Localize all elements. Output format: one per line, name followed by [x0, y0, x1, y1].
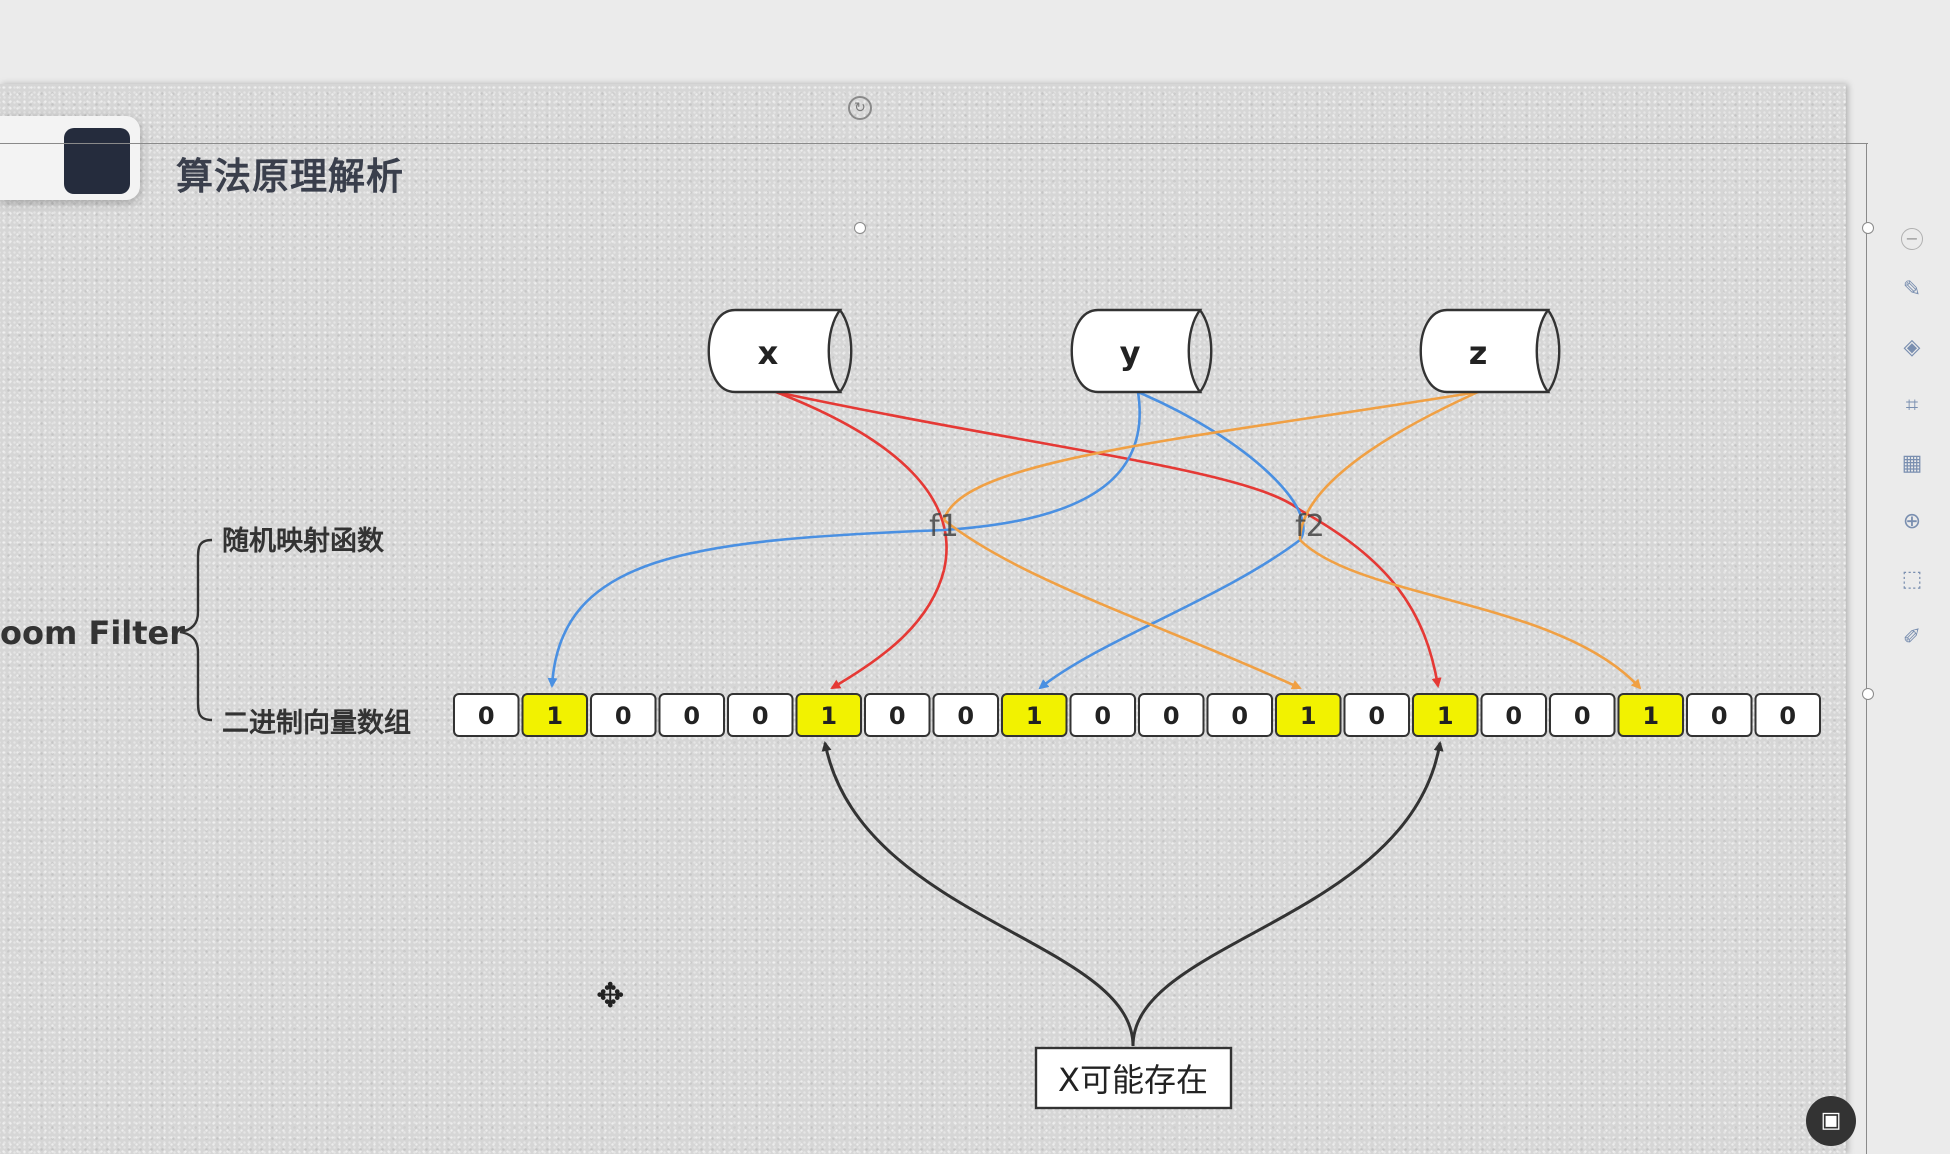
rotate-handle-icon[interactable]: ↻	[848, 96, 872, 120]
edge-f2-bit14	[1299, 508, 1442, 688]
bit-value: 1	[1300, 702, 1317, 730]
edge-f1-bit5	[830, 569, 946, 690]
image-icon[interactable]: ▣	[1806, 1096, 1856, 1146]
bit-value: 1	[1642, 702, 1659, 730]
bit-cell: 0	[658, 693, 725, 737]
bit-value: 1	[1437, 702, 1454, 730]
bit-value: 0	[478, 702, 495, 730]
bit-value: 0	[1094, 702, 1111, 730]
bit-cell: 0	[453, 693, 520, 737]
edge-x-f1	[775, 390, 948, 571]
query-arrow-bit14	[1131, 741, 1444, 1047]
slide-title[interactable]: 算法原理解析	[176, 155, 404, 198]
edge-f2-bit8	[1038, 538, 1301, 690]
bit-value: 0	[683, 702, 700, 730]
zoom-icon[interactable]: ⊕	[1902, 509, 1922, 534]
bit-cell: 1	[1275, 693, 1342, 737]
edge-x-f2	[775, 390, 1301, 512]
result-box: X可能存在	[1034, 1046, 1233, 1110]
bit-cell: 0	[1686, 693, 1753, 737]
bit-value: 0	[1779, 702, 1796, 730]
curly-brace	[179, 538, 213, 722]
edge-z-f2	[1298, 390, 1479, 541]
bracket-title: oom Filter	[0, 614, 185, 652]
bit-value: 0	[752, 702, 769, 730]
bit-cell: 1	[521, 693, 588, 737]
bit-value: 0	[615, 702, 632, 730]
input-node-x: x	[707, 308, 853, 394]
bit-value: 1	[820, 702, 837, 730]
bit-cell: 0	[727, 693, 794, 737]
edge-y-f2	[1137, 390, 1305, 541]
bit-cell: 0	[1206, 693, 1273, 737]
bit-value: 0	[1505, 702, 1522, 730]
title-square-shape	[64, 128, 130, 194]
crop-icon[interactable]: ⌗	[1905, 393, 1919, 418]
bit-array: 0 1 0 0 0 1 0 0 1 0 0 0 1 0 1 0 0 1 0 0	[453, 693, 1821, 737]
input-label-x: x	[758, 334, 779, 372]
minus-icon[interactable]: −	[1901, 228, 1923, 250]
bit-cell: 1	[1617, 693, 1684, 737]
selection-handle-top[interactable]	[854, 222, 866, 234]
bracket-item-bit-array: 二进制向量数组	[222, 707, 411, 739]
bit-cell: 0	[1480, 693, 1547, 737]
grid-icon[interactable]: ▦	[1901, 451, 1923, 476]
bit-cell: 0	[1549, 693, 1616, 737]
input-node-z: z	[1419, 308, 1561, 394]
bit-value: 1	[546, 702, 563, 730]
input-node-y: y	[1070, 308, 1213, 394]
bit-cell: 0	[590, 693, 657, 737]
bit-value: 1	[1026, 702, 1043, 730]
bit-cell: 0	[1754, 693, 1821, 737]
layers-icon[interactable]: ◈	[1903, 335, 1921, 360]
edit-icon[interactable]: ✎	[1902, 277, 1922, 302]
edge-f1-bit1	[547, 528, 945, 688]
bit-cell: 0	[1138, 693, 1205, 737]
result-label: X可能存在	[1058, 1061, 1208, 1099]
selection-right-edge	[1866, 143, 1867, 1154]
edge-f1-bit12	[943, 518, 1302, 690]
hash-label-f1: f1	[929, 509, 959, 544]
input-label-y: y	[1120, 334, 1141, 372]
bit-value: 0	[1574, 702, 1591, 730]
bit-value: 0	[1711, 702, 1728, 730]
bit-value: 0	[1163, 702, 1180, 730]
bit-cell: 1	[1001, 693, 1068, 737]
slide-canvas[interactable]: 算法原理解析	[0, 84, 1846, 1154]
bit-value: 0	[889, 702, 906, 730]
hash-label-f2: f2	[1295, 509, 1325, 544]
selection-top-edge	[0, 143, 1868, 144]
right-toolbar: − ✎ ◈ ⌗ ▦ ⊕ ⬚ ✐	[1882, 228, 1942, 676]
bit-value: 0	[1368, 702, 1385, 730]
edge-y-f1	[943, 391, 1141, 532]
bracket-item-hash-functions: 随机映射函数	[222, 526, 385, 557]
selection-handle-top-right[interactable]	[1862, 222, 1874, 234]
move-cursor-icon: ✥	[596, 976, 625, 1016]
bit-value: 0	[957, 702, 974, 730]
input-label-z: z	[1469, 334, 1488, 372]
pen-icon[interactable]: ✐	[1902, 625, 1922, 650]
bit-cell: 1	[1412, 693, 1479, 737]
bit-value: 0	[1231, 702, 1248, 730]
edge-z-f1	[942, 390, 1479, 521]
edge-f2-bit17	[1299, 539, 1642, 690]
bit-cell: 1	[795, 693, 862, 737]
bit-cell: 0	[1343, 693, 1410, 737]
select-icon[interactable]: ⬚	[1901, 567, 1923, 592]
query-arrow-bit5	[821, 741, 1135, 1047]
bit-cell: 0	[932, 693, 999, 737]
bracket-group: oom Filter 随机映射函数 二进制向量数组	[0, 526, 411, 739]
bit-cell: 0	[864, 693, 931, 737]
selection-handle-right[interactable]	[1862, 688, 1874, 700]
bit-cell: 0	[1069, 693, 1136, 737]
